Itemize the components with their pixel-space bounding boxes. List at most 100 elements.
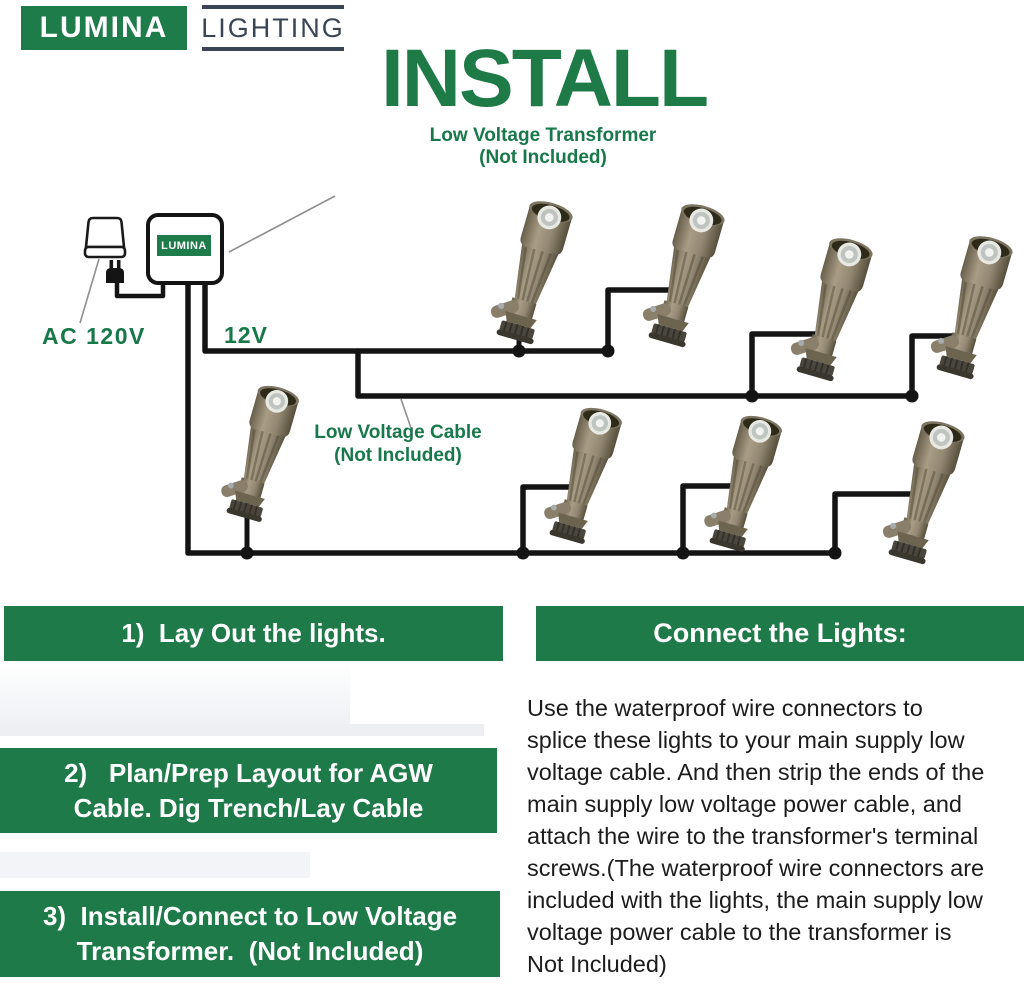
junction-dot-4 [905,389,919,403]
cable-riser-light2 [605,287,678,354]
cable-caption-line2: (Not Included) [334,445,462,466]
lamp-base-cap [657,314,689,332]
lamp-base-cap [558,512,588,529]
connect-heading-banner: Connect the Lights: [536,606,1024,661]
lamp-knuckle-arm [490,300,519,318]
lamp-collar-ridges [715,530,741,547]
lamp-lens-center [697,216,706,225]
step2-line2: Cable. Dig Trench/Lay Cable [73,792,424,823]
step2-banner: 2) Plan/Prep Layout for AGW Cable. Dig T… [0,748,497,833]
spotlight-fixture-3 [790,238,873,382]
lamp-collar-base [888,549,926,565]
cable-riser-light6 [520,484,581,556]
page-title: INSTALL [381,33,709,124]
lamp-knuckle-arm [642,303,671,321]
lamp-base-cap [718,520,748,537]
lamp-collar-ridges [894,541,922,559]
spotlight-fixture-4 [930,236,1013,380]
lamp-lens-center [845,250,854,259]
lamp-body-ribs [908,467,945,525]
lamp-knuckle-screw [228,482,234,489]
pointer-line-2 [79,258,100,324]
power-outlet-icon [83,216,127,259]
spotlight-fixture-7 [704,415,782,552]
lamp-body-ribs [516,247,553,305]
lamp-lens-center [595,419,604,428]
lamp-collar-ridges [555,522,581,539]
junction-dots-layer [240,344,919,560]
transformer-caption-line2: (Not Included) [479,147,607,168]
lamp-body-cone [243,425,287,488]
connect-instructions: Use the waterproof wire connectors to sp… [527,695,985,977]
lamp-body-ribs [728,459,763,514]
spotlight-fixture-6 [544,407,622,544]
cable-trunk-middle [355,348,915,399]
lamp-collar-ridges [232,500,258,517]
lamp-lens-center [272,397,281,406]
lamp-body-ribs [245,429,280,484]
plug-icon [106,260,124,283]
cable-riser-light7 [680,483,741,556]
cable-riser-light4 [909,333,963,399]
lamp-knuckle-screw [711,512,717,519]
lamp-knuckle-arm [704,510,731,527]
lamp-knuckle-screw [890,522,897,529]
cable-trunk-upper [202,278,611,354]
lamp-collar-base [496,329,534,345]
ac-voltage-label: AC 120V [42,323,146,349]
lamp-base-cap [897,531,929,549]
transformer-brand-label: LUMINA [157,235,211,256]
lamp-base-cap [945,346,977,364]
cable-caption-line1: Low Voltage Cable [314,422,482,443]
cables-layer [114,277,963,556]
spotlight-fixture-2 [642,204,725,348]
step3-line2: Transformer. (Not Included) [76,936,424,966]
lamp-collar-base [648,332,686,348]
lamp-body-cone [566,447,610,510]
junction-dot-1 [512,344,526,358]
dc-voltage-label: 12V [224,322,268,348]
lamp-body-ribs [568,451,603,506]
lamp-knuckle-screw [938,337,945,344]
junction-dot-2 [601,344,615,358]
lamp-knuckle-screw [551,504,557,511]
lamp-base-cap [805,348,837,366]
step3-banner: 3) Install/Connect to Low Voltage Transf… [0,891,500,977]
lamp-knuckle-arm [221,480,248,497]
transformer-caption-line1: Low Voltage Transformer [429,125,657,146]
lamp-collar-ridges [502,321,530,339]
cable-caption: Low Voltage Cable (Not Included) [288,421,508,467]
step2-line1: 2) Plan/Prep Layout for AGW [64,757,433,788]
junction-dot-7 [676,546,690,560]
lamp-collar-ridges [942,356,970,374]
lamp-base-cap [505,311,537,329]
step1-banner: 1) Lay Out the lights. [4,606,503,661]
step3-line1: 3) Install/Connect to Low Voltage [42,901,458,931]
lamp-body-ribs [668,250,705,308]
pointer-line-3 [400,398,412,429]
background-shade-mid [0,852,310,878]
wiring-diagram [79,195,963,560]
transformer-caption: Low Voltage Transformer (Not Included) [411,125,675,169]
brand-logo-suffix-box: LIGHTING [201,5,344,51]
lamp-collar-ridges [654,324,682,342]
lamp-base-cap [235,490,265,507]
lamp-collar-base [709,537,745,552]
lamp-lens-center [545,213,554,222]
lamp-body-ribs [956,282,993,340]
background-shade [0,663,350,725]
cable-plug-cord [114,277,166,299]
lamp-knuckle-arm [544,502,571,519]
lamp-knuckle-arm [790,337,819,355]
cable-riser-light3 [749,331,823,399]
cable-riser-light8 [832,491,913,556]
lamp-collar-ridges [802,358,830,376]
lamp-body-cone [726,455,770,518]
lamp-lens-center [937,433,946,442]
lamp-lens-center [985,248,994,257]
lamp-knuckle-arm [930,335,959,353]
lamp-collar-base [549,529,585,544]
lamp-knuckle-screw [798,339,805,346]
lamp-body-ribs [816,284,853,342]
lamp-body-cone [906,462,951,528]
